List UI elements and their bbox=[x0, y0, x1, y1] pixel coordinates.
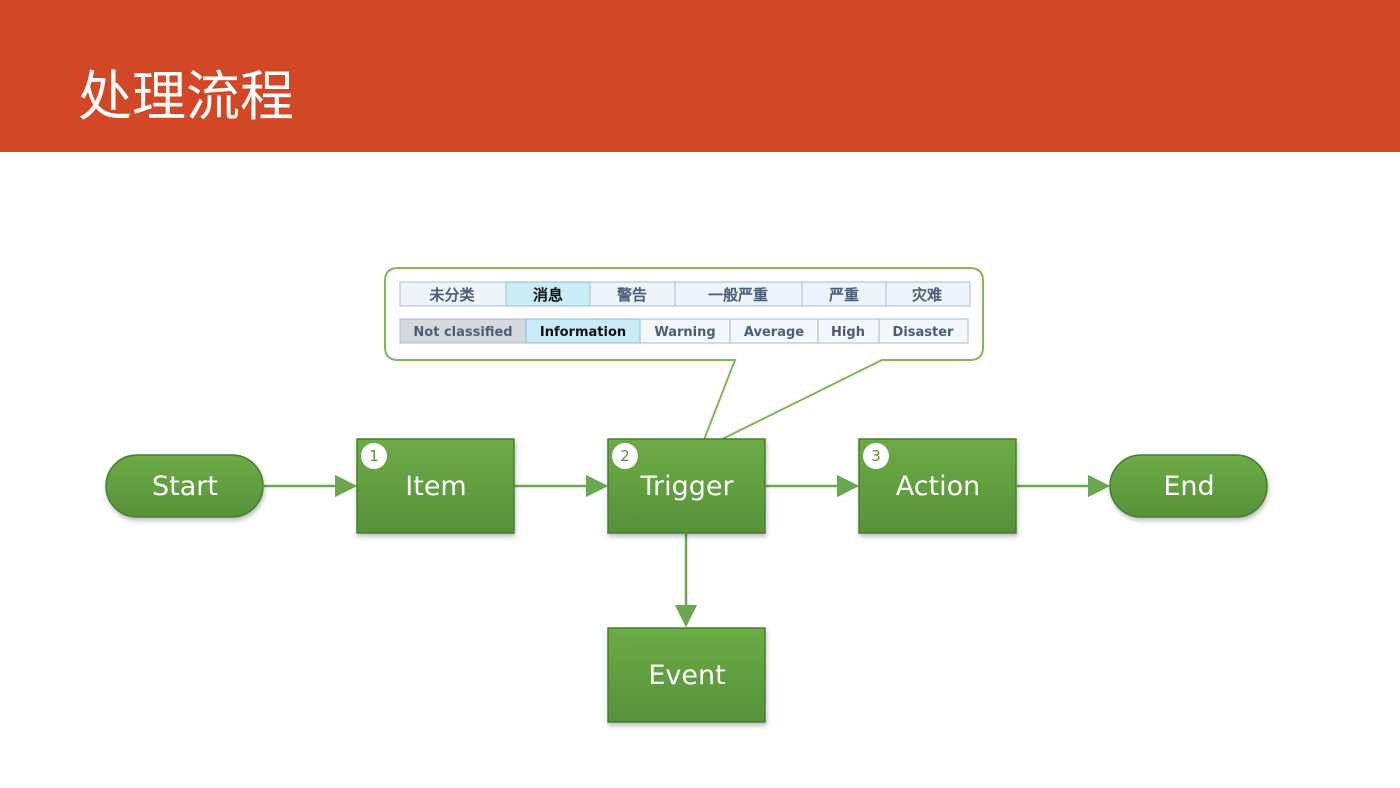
severity-en-disaster: Disaster bbox=[893, 325, 955, 340]
end-label: End bbox=[1163, 471, 1214, 502]
item-step-number: 1 bbox=[369, 447, 379, 465]
action-step-number: 3 bbox=[871, 447, 881, 465]
action-label: Action bbox=[896, 471, 981, 502]
slide-header: 处理流程 bbox=[0, 0, 1400, 152]
severity-cn-high: 严重 bbox=[828, 286, 859, 304]
severity-callout: 未分类 消息 警告 一般严重 严重 灾难 Not classified Info… bbox=[384, 267, 984, 453]
action-node: 3 Action bbox=[858, 438, 1017, 534]
start-label: Start bbox=[152, 471, 218, 502]
item-node: 1 Item bbox=[356, 438, 515, 534]
severity-en-not-classified: Not classified bbox=[413, 325, 512, 340]
severity-tab-en-selected bbox=[525, 318, 641, 344]
item-step-badge bbox=[361, 443, 387, 469]
trigger-step-number: 2 bbox=[620, 447, 630, 465]
severity-tab-cn-selected bbox=[505, 281, 591, 307]
severity-tabs-chinese: 未分类 消息 警告 一般严重 严重 灾难 bbox=[399, 281, 971, 307]
severity-cn-information: 消息 bbox=[533, 286, 563, 304]
severity-tabs-english: Not classified Information Warning Avera… bbox=[399, 318, 969, 344]
severity-en-high: High bbox=[831, 325, 865, 340]
action-step-badge bbox=[863, 443, 889, 469]
severity-cn-disaster: 灾难 bbox=[912, 286, 942, 304]
item-label: Item bbox=[405, 471, 466, 502]
severity-en-warning: Warning bbox=[654, 325, 715, 340]
trigger-step-badge bbox=[612, 443, 638, 469]
event-node: Event bbox=[607, 627, 766, 723]
slide-title: 处理流程 bbox=[78, 65, 294, 128]
end-node: End bbox=[1109, 454, 1268, 518]
trigger-label: Trigger bbox=[639, 471, 734, 502]
start-node: Start bbox=[105, 454, 264, 518]
trigger-node: 2 Trigger bbox=[607, 438, 766, 534]
severity-en-information: Information bbox=[540, 325, 626, 340]
severity-en-average: Average bbox=[744, 325, 804, 340]
connectors bbox=[264, 474, 1111, 628]
severity-cn-not-classified: 未分类 bbox=[428, 286, 475, 304]
severity-cn-average: 一般严重 bbox=[708, 286, 768, 304]
event-label: Event bbox=[648, 660, 725, 691]
severity-cn-warning: 警告 bbox=[616, 286, 647, 304]
